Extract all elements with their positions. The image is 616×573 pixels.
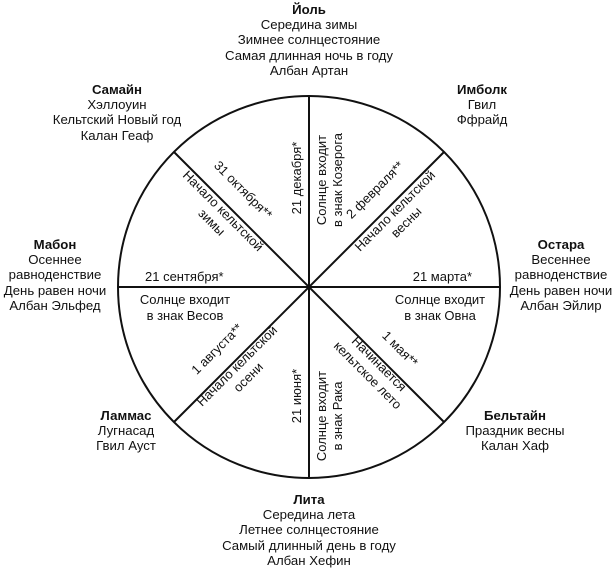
festival-line: День равен ночи bbox=[3, 282, 107, 298]
festival-line: Праздник весны bbox=[465, 423, 565, 439]
desc-cancer-line1: Солнце входит bbox=[314, 371, 329, 461]
festival-line: Хэллоуин bbox=[87, 97, 147, 113]
festival-name: Йоль bbox=[292, 2, 326, 17]
festival-name: Лита bbox=[293, 492, 325, 507]
festival-ostara: Остара Весеннее равноденствие День равен… bbox=[506, 237, 616, 313]
festival-name: Мабон bbox=[33, 237, 77, 252]
date-december: 21 декабря* bbox=[289, 142, 304, 215]
date-september: 21 сентября* bbox=[145, 269, 224, 284]
spoke-diagonal-2 bbox=[173, 151, 445, 423]
festival-line: Гвил bbox=[467, 97, 497, 113]
festival-line: Калан Хаф bbox=[481, 438, 549, 454]
festival-line: Самая длинная ночь в году bbox=[225, 47, 393, 63]
desc-capricorn-line1: Солнце входит bbox=[314, 135, 329, 225]
desc-libra-line1: Солнце входит bbox=[140, 292, 230, 307]
festival-line: Кельтский Новый год bbox=[52, 112, 182, 128]
festival-beltane: Бельтайн Праздник весны Калан Хаф bbox=[450, 408, 580, 454]
festival-line: Ффрайд bbox=[456, 112, 508, 128]
festival-line: Калан Геаф bbox=[80, 127, 154, 143]
festival-imbolc: Имболк Гвил Ффрайд bbox=[432, 82, 532, 128]
desc-spring-line1: Начало кельтской bbox=[351, 167, 438, 254]
festival-line: Гвил Ауст bbox=[96, 438, 156, 454]
date-june: 21 июня* bbox=[289, 369, 304, 423]
date-march: 21 марта* bbox=[413, 269, 472, 284]
festival-line: равноденствие bbox=[514, 267, 608, 283]
festival-line: Самый длинный день в году bbox=[222, 537, 396, 553]
festival-name: Остара bbox=[537, 237, 585, 252]
festival-mabon: Мабон Осеннее равноденствие День равен н… bbox=[0, 237, 110, 313]
festival-name: Самайн bbox=[91, 82, 142, 97]
festival-line: Летнее солнцестояние bbox=[239, 522, 379, 538]
festival-yule: Йоль Середина зимы Зимнее солнцестояние … bbox=[209, 2, 409, 78]
festival-lammas: Ламмас Лугнасад Гвил Ауст bbox=[76, 408, 176, 454]
festival-line: Албан Хефин bbox=[267, 552, 351, 568]
festival-line: Албан Эльфед bbox=[9, 297, 101, 313]
festival-name: Ламмас bbox=[100, 408, 152, 423]
festival-line: Середина зимы bbox=[260, 17, 358, 33]
festival-litha: Лита Середина лета Летнее солнцестояние … bbox=[200, 492, 418, 568]
desc-winter-line1: Начало кельтской bbox=[180, 167, 267, 254]
festival-line: Весеннее bbox=[531, 252, 591, 268]
festival-line: Осеннее bbox=[28, 252, 82, 268]
festival-line: Албан Эйлир bbox=[520, 297, 602, 313]
festival-name: Бельтайн bbox=[483, 408, 546, 423]
desc-cancer-line2: в знак Рака bbox=[330, 381, 345, 451]
festival-samhain: Самайн Хэллоуин Кельтский Новый год Кала… bbox=[42, 82, 192, 143]
festival-line: День равен ночи bbox=[509, 282, 613, 298]
festival-line: Албан Артан bbox=[269, 62, 349, 78]
desc-aries-line2: в знак Овна bbox=[404, 308, 476, 323]
festival-line: Зимнее солнцестояние bbox=[237, 32, 381, 48]
festival-line: Лугнасад bbox=[97, 423, 155, 439]
desc-aries-line1: Солнце входит bbox=[395, 292, 485, 307]
festival-name: Имболк bbox=[457, 82, 507, 97]
festival-line: Середина лета bbox=[262, 507, 356, 523]
festival-line: равноденствие bbox=[8, 267, 102, 283]
desc-capricorn-line2: в знак Козерога bbox=[330, 132, 345, 227]
desc-libra-line2: в знак Весов bbox=[147, 308, 224, 323]
